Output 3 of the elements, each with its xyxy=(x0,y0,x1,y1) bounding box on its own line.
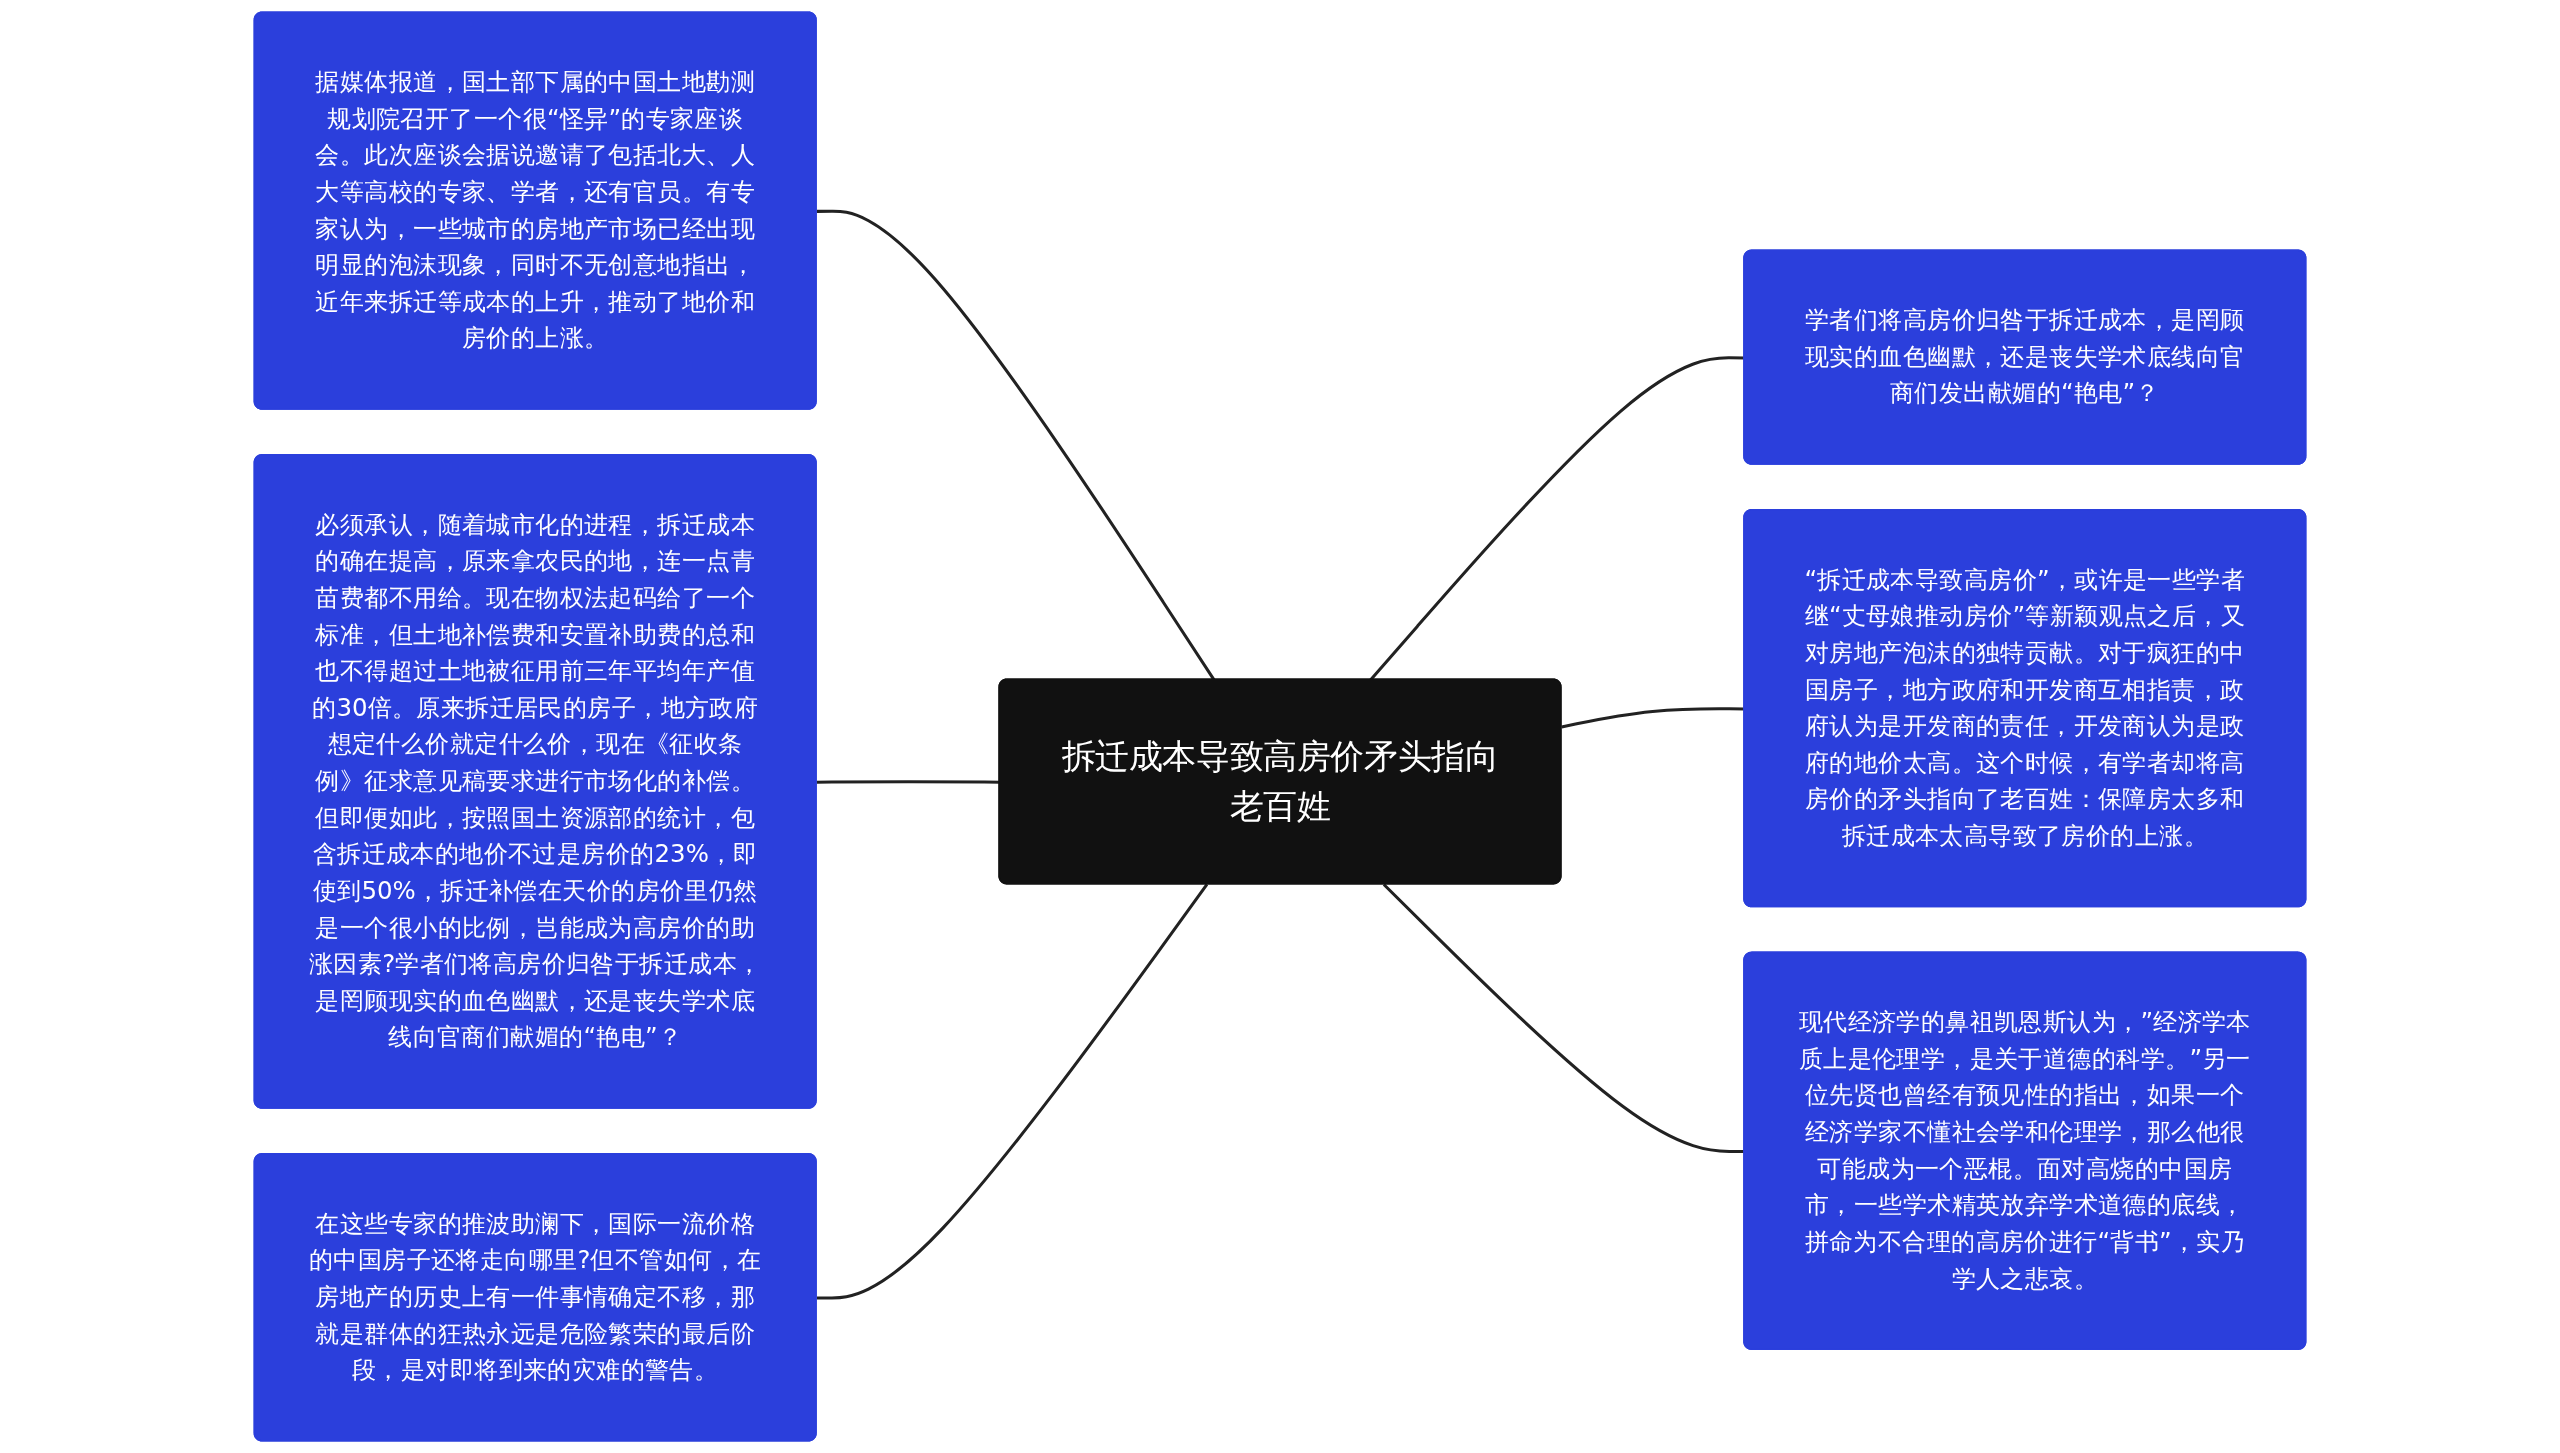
connector xyxy=(816,883,1209,1300)
connector xyxy=(816,780,1000,784)
connector xyxy=(816,209,1216,681)
